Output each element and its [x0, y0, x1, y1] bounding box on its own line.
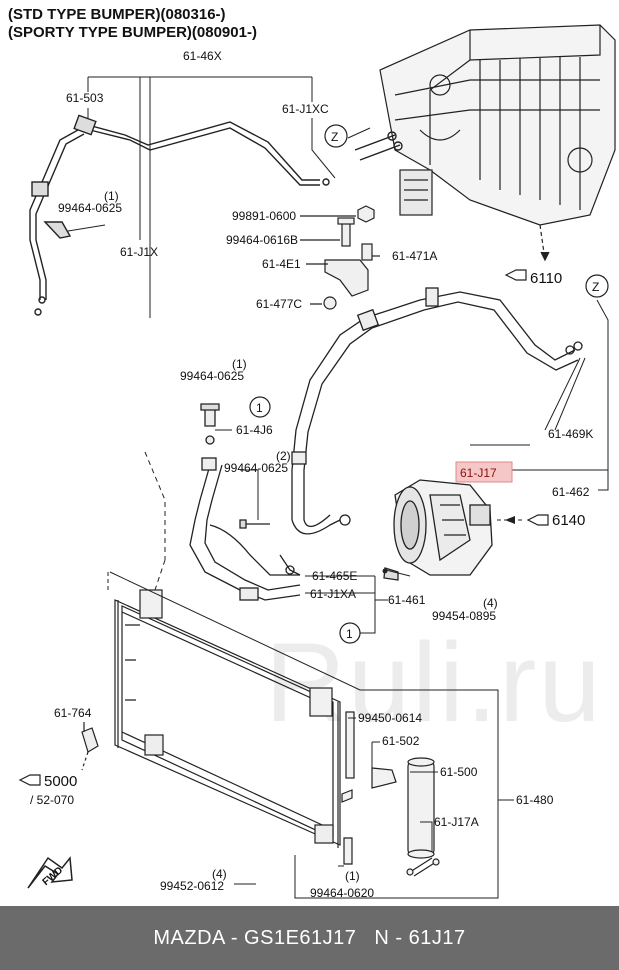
condenser-illustration: [114, 589, 341, 848]
dashed-connector: [144, 451, 166, 560]
callout-lines-lower: [234, 717, 438, 885]
callout-frame-61-480: [109, 571, 514, 899]
compressor-illustration: [383, 479, 493, 581]
label-61-j1x: 61-J1X: [120, 245, 158, 259]
label-61-j17: 61-J17: [460, 466, 497, 480]
label-5000: 5000: [44, 773, 77, 790]
bracket-fasteners: [300, 205, 380, 310]
label-z-right: Z: [592, 280, 599, 294]
hvac-unit-illustration: [379, 24, 616, 262]
pipe-61-j1x: [29, 114, 330, 316]
label-61-4j6: 61-4J6: [236, 423, 273, 437]
receiver-drier-61-500: [406, 757, 440, 877]
label-61-469k: 61-469K: [548, 427, 593, 441]
label-99464-0625-c: 99464-0625: [224, 461, 288, 475]
label-61-462: 61-462: [552, 485, 590, 499]
label-52-070: / 52-070: [30, 793, 74, 807]
pointer-hand-icons: [18, 269, 549, 786]
footer-part-number: MAZDA - GS1E61J17: [153, 926, 357, 949]
expansion-valve-pipes: [354, 131, 403, 161]
label-61-503: 61-503: [66, 91, 104, 105]
footer-ref-number: N - 61J17: [374, 926, 466, 949]
compressor-arrow-icon: [505, 516, 515, 524]
label-61-500: 61-500: [440, 765, 478, 779]
label-99464-0625-a: 99464-0625: [58, 201, 122, 215]
label-61-471a: 61-471A: [392, 249, 437, 263]
sensor-61-764: [81, 722, 99, 771]
label-99464-0625-b: 99464-0625: [180, 369, 244, 383]
hose-61-462: [291, 287, 583, 535]
label-61-477c: 61-477C: [256, 297, 302, 311]
highlight-61-j17: [455, 461, 513, 483]
callout-lines-61-46x: [61, 76, 336, 318]
hose-61-461: [189, 403, 301, 601]
header-line-1: (STD TYPE BUMPER)(080316-): [8, 6, 226, 23]
label-circle-1-a: 1: [256, 401, 263, 415]
label-61-461: 61-461: [388, 593, 426, 607]
label-6140: 6140: [552, 512, 585, 529]
watermark: Ruli.ru: [265, 620, 603, 745]
label-61-j1xa: 61-J1XA: [310, 587, 356, 601]
label-6110: 6110: [530, 270, 562, 287]
label-61-j1xc: 61-J1XC: [282, 102, 329, 116]
label-circle-1-b: 1: [346, 627, 353, 641]
label-1-c: (1): [345, 869, 360, 883]
label-99891-0600: 99891-0600: [232, 209, 296, 223]
label-4-a: (4): [483, 596, 498, 610]
callout-lines-61-461: [215, 429, 411, 634]
z-leader-lines: [347, 127, 609, 491]
label-2: (2): [276, 449, 291, 463]
label-99464-0616b: 99464-0616B: [226, 233, 298, 247]
label-1-b: (1): [232, 357, 247, 371]
parts-diagram: 61-46X 61-503 61-J1XC Z (1) 99464-0625 9…: [18, 24, 616, 900]
label-99454-0895: 99454-0895: [432, 609, 496, 623]
header-line-2: (SPORTY TYPE BUMPER)(080901-): [8, 24, 257, 41]
label-1-a: (1): [104, 189, 119, 203]
fwd-arrow-icon: [27, 856, 73, 889]
label-4-b: (4): [212, 867, 227, 881]
part-footer-bar: MAZDA - GS1E61J17 N - 61J17: [0, 906, 619, 970]
label-61-j17a: 61-J17A: [434, 815, 479, 829]
label-99464-0620: 99464-0620: [310, 886, 374, 900]
label-61-764: 61-764: [54, 706, 92, 720]
label-61-480: 61-480: [516, 793, 554, 807]
label-z-top: Z: [331, 130, 338, 144]
label-61-46x: 61-46X: [183, 49, 222, 63]
label-99450-0614: 99450-0614: [358, 711, 422, 725]
diagram-header: (STD TYPE BUMPER)(080316-) (SPORTY TYPE …: [8, 6, 257, 42]
bracket-61-502: [341, 711, 397, 865]
circle-markers: [249, 124, 609, 644]
label-61-465e: 61-465E: [312, 569, 357, 583]
label-61-4e1: 61-4E1: [262, 257, 301, 271]
label-61-502: 61-502: [382, 734, 420, 748]
label-99452-0612: 99452-0612: [160, 879, 224, 893]
